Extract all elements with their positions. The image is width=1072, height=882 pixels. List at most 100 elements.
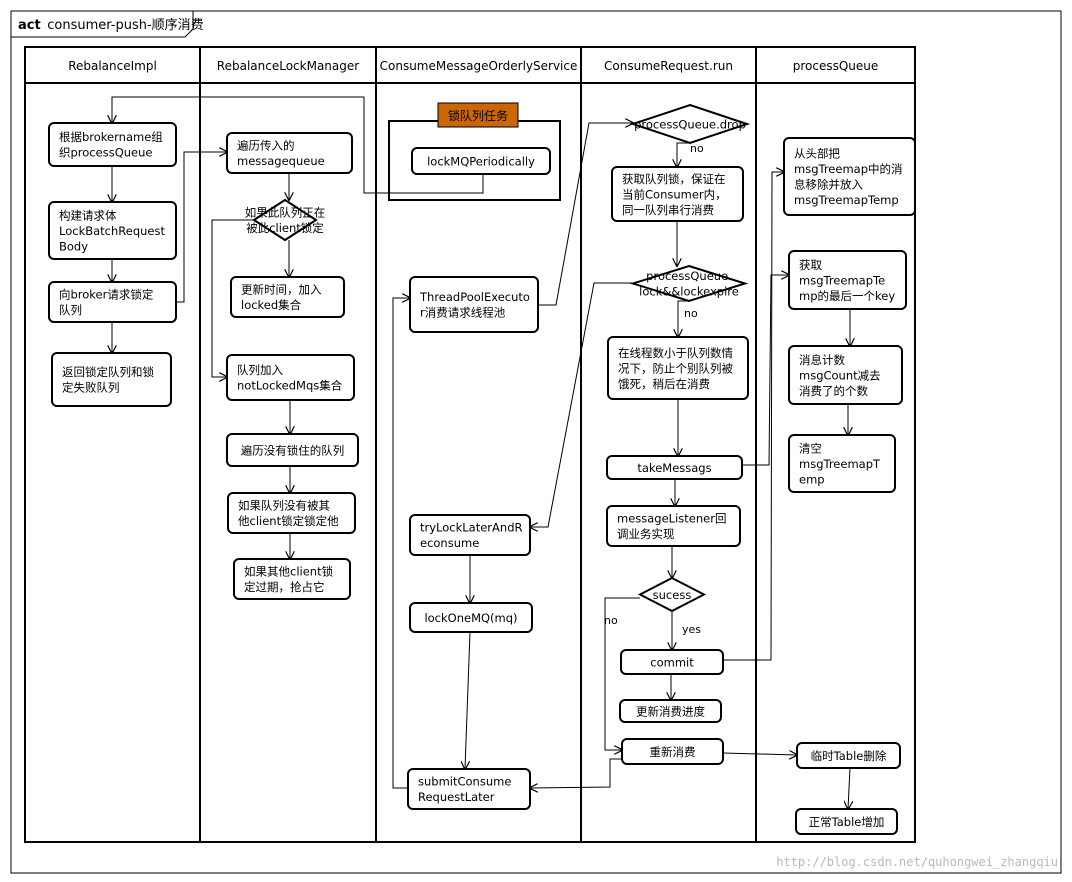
lock-queue-task-group: 锁队列任务 [388, 102, 561, 201]
node-d3: processQueue.lock&&lockexpire [629, 264, 749, 303]
action-box [409, 276, 539, 333]
node-a4: 返回锁定队列和锁定失败队列 [51, 352, 172, 407]
action-box [409, 514, 531, 556]
node-d10: 重新消费 [621, 738, 724, 765]
flow-edge [211, 219, 254, 377]
flow-edge [677, 142, 690, 167]
action-box [611, 166, 744, 222]
lock-group-label: 锁队列任务 [448, 108, 508, 123]
node-e6: 正常Table增加 [795, 808, 898, 835]
node-d8: commit [620, 649, 724, 675]
node-label: 更新消费进度 [636, 704, 705, 718]
node-label: 返回锁定队列和锁定失败队列 [62, 365, 154, 395]
node-label: 如果此队列正在被此client锁定 [245, 206, 326, 236]
action-box [226, 354, 355, 401]
edge-label-lock-no: no [684, 307, 698, 320]
action-box [48, 281, 177, 323]
flow-edge [112, 96, 484, 194]
node-label: 重新消费 [650, 745, 696, 759]
flow-edge [530, 758, 622, 788]
lane-border [755, 46, 916, 843]
action-box [230, 276, 345, 318]
node-label: 临时Table删除 [811, 749, 887, 763]
node-d4: 在线程数小于队列数情况下，防止个别队列被饿死，稍后在消费 [607, 336, 749, 400]
node-label: processQueue.drop [634, 117, 746, 131]
lane-rebalance-impl: RebalanceImpl [24, 46, 201, 843]
decision-diamond [637, 576, 707, 613]
swimlanes: RebalanceImpl RebalanceLockManager Consume… [24, 46, 916, 843]
node-label: 如果其他client锁定过期，抢占它 [244, 565, 334, 595]
lane-title: RebalanceLockManager [217, 59, 359, 73]
flow-edge [722, 753, 797, 755]
node-d6: messageListener回调业务实现 [606, 505, 741, 547]
action-box [788, 434, 896, 493]
action-box [788, 250, 907, 310]
flow-edge [538, 123, 633, 306]
node-d7: sucess [637, 576, 707, 613]
node-label: takeMessags [637, 461, 711, 475]
edge-label-success-yes: yes [682, 623, 701, 636]
action-box [411, 147, 551, 175]
flow-edge [723, 172, 784, 661]
lane-process-queue: processQueue [755, 46, 916, 843]
node-label: 在线程数小于队列数情况下，防止个别队列被饿死，稍后在消费 [618, 346, 733, 391]
action-box [606, 455, 743, 480]
action-box [621, 738, 724, 765]
action-box [409, 602, 533, 633]
decision-diamond [629, 264, 749, 303]
node-e5: 临时Table删除 [796, 742, 901, 769]
node-d1: processQueue.drop [629, 103, 751, 145]
lock-group-label-box [437, 102, 519, 128]
lane-title: processQueue [793, 59, 879, 73]
flow-edge [604, 597, 640, 750]
action-box [48, 122, 177, 167]
node-label: 如果队列没有被其他client锁定锁定他 [238, 499, 339, 529]
node-b2: 如果此队列正在被此client锁定 [245, 198, 326, 242]
node-label: messageListener回调业务实现 [617, 512, 726, 542]
edge-labels: no no yes no [604, 142, 704, 636]
action-box [48, 201, 177, 260]
decision-diamond [252, 198, 318, 242]
edge-label-drop-no: no [690, 142, 704, 155]
flow-edge [465, 631, 471, 769]
flow-edge [176, 152, 227, 303]
node-label: processQueue.lock&&lockexpire [639, 269, 739, 299]
action-box [796, 742, 901, 769]
flow-edge [530, 282, 633, 527]
frame-title-tab [11, 11, 194, 38]
action-box [795, 808, 898, 835]
node-label: sucess [653, 588, 692, 602]
edge-label-success-no: no [604, 614, 618, 627]
diagram-frame [10, 10, 1062, 874]
node-label: commit [650, 655, 694, 669]
flow-edge [678, 300, 689, 337]
action-box [788, 345, 903, 405]
lane-title: ConsumeMessageOrderlyService [380, 59, 578, 73]
node-a3: 向broker请求锁定队列 [48, 281, 177, 323]
node-b5: 遍历没有锁住的队列 [226, 433, 359, 467]
node-label: 获取队列锁，保证在当前Consumer内，同一队列串行消费 [622, 172, 727, 217]
flow-edge [392, 298, 410, 789]
node-label: lockOneMQ(mq) [424, 611, 517, 625]
action-box [620, 649, 724, 675]
action-box [227, 492, 356, 534]
node-c1: lockMQPeriodically [411, 147, 551, 175]
control-flow-edges [112, 96, 850, 809]
node-a1: 根据brokername组织processQueue [48, 122, 177, 167]
